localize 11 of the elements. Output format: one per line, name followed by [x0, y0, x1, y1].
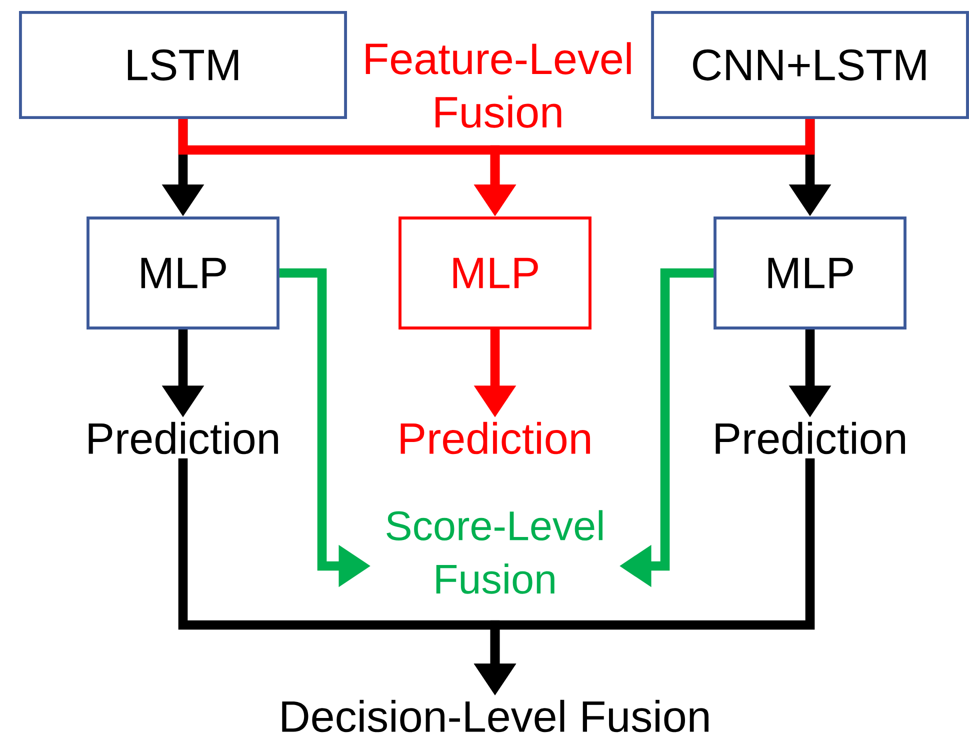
fusion-label: Score-Level Fusion — [386, 510, 602, 594]
process-box: LSTM — [19, 11, 347, 119]
output-label: Prediction — [88, 422, 278, 454]
fusion-label: Feature-Level Fusion — [366, 42, 631, 128]
process-box: MLP — [86, 216, 280, 330]
process-box: MLP — [398, 216, 592, 330]
process-box: MLP — [714, 216, 906, 330]
output-label: Prediction — [716, 422, 905, 454]
output-label: Decision-Level Fusion — [282, 700, 708, 732]
process-box: CNN+LSTM — [651, 11, 969, 119]
output-label: Prediction — [400, 422, 590, 454]
